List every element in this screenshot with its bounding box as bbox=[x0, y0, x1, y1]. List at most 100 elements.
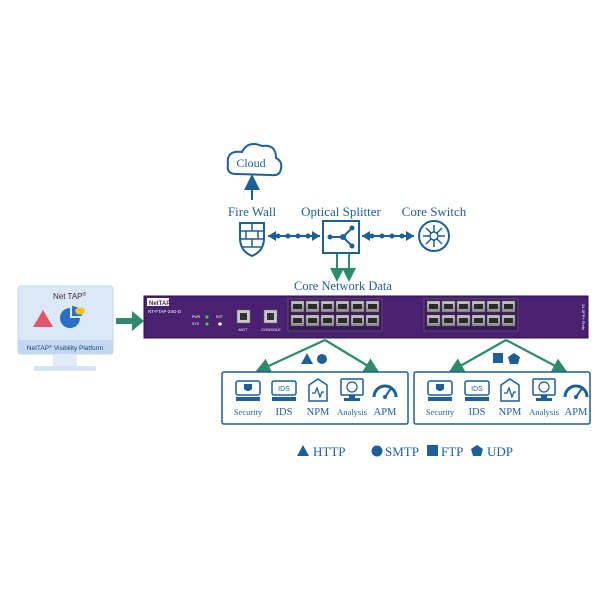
tool-item: NPM bbox=[499, 378, 522, 418]
brand-label: NetTAP bbox=[149, 301, 170, 307]
fanout-arrow-left-b bbox=[324, 339, 380, 373]
reset-button bbox=[218, 322, 222, 326]
tool-item: Security bbox=[234, 380, 263, 417]
tool-label: Security bbox=[426, 407, 455, 417]
tool-item: Security bbox=[426, 380, 455, 417]
sfp-port-cage bbox=[368, 304, 377, 309]
analysis-icon bbox=[340, 378, 364, 401]
svg-text:IDS: IDS bbox=[278, 386, 290, 393]
sfp-port-cage bbox=[504, 304, 513, 309]
svg-text:IDS: IDS bbox=[471, 386, 483, 393]
tool-label: NPM bbox=[499, 407, 522, 418]
monitor-stand bbox=[34, 366, 96, 371]
tool-label: APM bbox=[565, 407, 588, 418]
monitor: Net TAP® NetTAP® Visibility Platform bbox=[17, 285, 114, 371]
monitor-arrow bbox=[116, 311, 144, 331]
legend-udp: UDP bbox=[487, 444, 513, 459]
tool-item: APM bbox=[563, 384, 589, 418]
side-label: 24 SFP+ Ports bbox=[581, 304, 586, 330]
security-icon bbox=[235, 380, 261, 401]
pie-chart-icon bbox=[60, 306, 85, 328]
cloud-node: Cloud bbox=[226, 143, 283, 177]
tool-label: IDS bbox=[276, 407, 293, 418]
sfp-port-cage bbox=[429, 304, 438, 309]
tool-label: Analysis bbox=[529, 407, 559, 417]
firewall-label: Fire Wall bbox=[228, 204, 277, 219]
sfp-port-cage bbox=[489, 304, 498, 309]
sfp-port-cage bbox=[323, 304, 332, 309]
splitter-icon bbox=[322, 220, 360, 254]
legend-ftp: FTP bbox=[441, 444, 463, 459]
led-label-sys: SYS bbox=[192, 322, 200, 326]
led-pwr bbox=[205, 315, 209, 319]
sfp-port-cage bbox=[323, 318, 332, 323]
legend-triangle-icon bbox=[297, 445, 309, 456]
tool-label: APM bbox=[374, 407, 397, 418]
splitter-label: Optical Splitter bbox=[301, 204, 381, 219]
npm-icon bbox=[308, 378, 328, 402]
core-switch-icon bbox=[418, 220, 450, 252]
sfp-port-cage bbox=[444, 318, 453, 323]
legend-smtp: SMTP bbox=[385, 444, 419, 459]
legend-square-icon bbox=[427, 445, 438, 456]
analysis-icon bbox=[532, 378, 556, 401]
tool-label: Security bbox=[234, 407, 263, 417]
firewall-icon bbox=[239, 222, 265, 258]
legend-circle-icon bbox=[371, 445, 383, 457]
tool-item: NPM bbox=[307, 378, 330, 418]
security-icon bbox=[427, 380, 453, 401]
sfp-port-cage bbox=[459, 304, 468, 309]
tool-item: IDS IDS bbox=[464, 380, 490, 418]
fanout-arrow-left-a bbox=[255, 339, 326, 373]
core-switch-label: Core Switch bbox=[402, 204, 467, 219]
npm-icon bbox=[500, 378, 520, 402]
console-port-socket bbox=[267, 313, 274, 320]
apm-icon bbox=[372, 384, 398, 399]
tool-item: IDS IDS bbox=[271, 380, 297, 418]
tool-item: Analysis bbox=[529, 378, 559, 417]
sfp-port-block-left bbox=[287, 298, 383, 332]
tool-item: Analysis bbox=[337, 378, 367, 417]
tool-label: Analysis bbox=[337, 407, 367, 417]
marker-square bbox=[493, 353, 503, 363]
cloud-label: Cloud bbox=[236, 156, 265, 170]
sfp-port-cage bbox=[338, 318, 347, 323]
sfp-port-cage bbox=[459, 318, 468, 323]
led-label-pwr: PWR bbox=[192, 315, 201, 319]
apm-icon bbox=[563, 384, 589, 399]
monitor-brand: Net TAP® bbox=[53, 291, 87, 301]
mgt-label: MGT bbox=[239, 327, 248, 332]
tool-label: NPM bbox=[307, 407, 330, 418]
marker-triangle bbox=[301, 353, 313, 364]
sfp-port-cage bbox=[429, 318, 438, 323]
tool-item: APM bbox=[372, 384, 398, 418]
http-triangle-icon bbox=[33, 310, 53, 327]
legend-pentagon-icon bbox=[471, 445, 483, 456]
sfp-port-cage bbox=[308, 304, 317, 309]
fanout-arrow-right-a bbox=[448, 339, 507, 373]
tap-appliance: NetTAP NT-FTAP-24G-D PWR SYS RST MGT CON… bbox=[143, 295, 589, 339]
tool-label: IDS bbox=[469, 407, 486, 418]
link-splitter-switch bbox=[362, 231, 414, 241]
legend-http: HTTP bbox=[313, 444, 346, 459]
sfp-port-cage bbox=[293, 304, 302, 309]
led-sys bbox=[205, 322, 209, 326]
sfp-port-cage bbox=[353, 318, 362, 323]
ids-icon: IDS bbox=[271, 380, 297, 401]
sfp-port-cage bbox=[368, 318, 377, 323]
mgt-port-socket bbox=[240, 313, 247, 320]
ids-icon: IDS bbox=[464, 380, 490, 401]
monitor-neck bbox=[53, 354, 77, 366]
monitor-caption: NetTAP® Visibility Platform bbox=[27, 344, 103, 352]
link-firewall-splitter bbox=[268, 231, 320, 241]
sfp-port-cage bbox=[504, 318, 513, 323]
sfp-port-cage bbox=[338, 304, 347, 309]
console-label: CONSOLE bbox=[261, 327, 281, 332]
sfp-port-cage bbox=[353, 304, 362, 309]
marker-pentagon bbox=[508, 353, 520, 364]
sfp-port-cage bbox=[489, 318, 498, 323]
sfp-port-cage bbox=[308, 318, 317, 323]
sfp-port-cage bbox=[444, 304, 453, 309]
legend: HTTP SMTP FTP UDP bbox=[297, 444, 513, 459]
